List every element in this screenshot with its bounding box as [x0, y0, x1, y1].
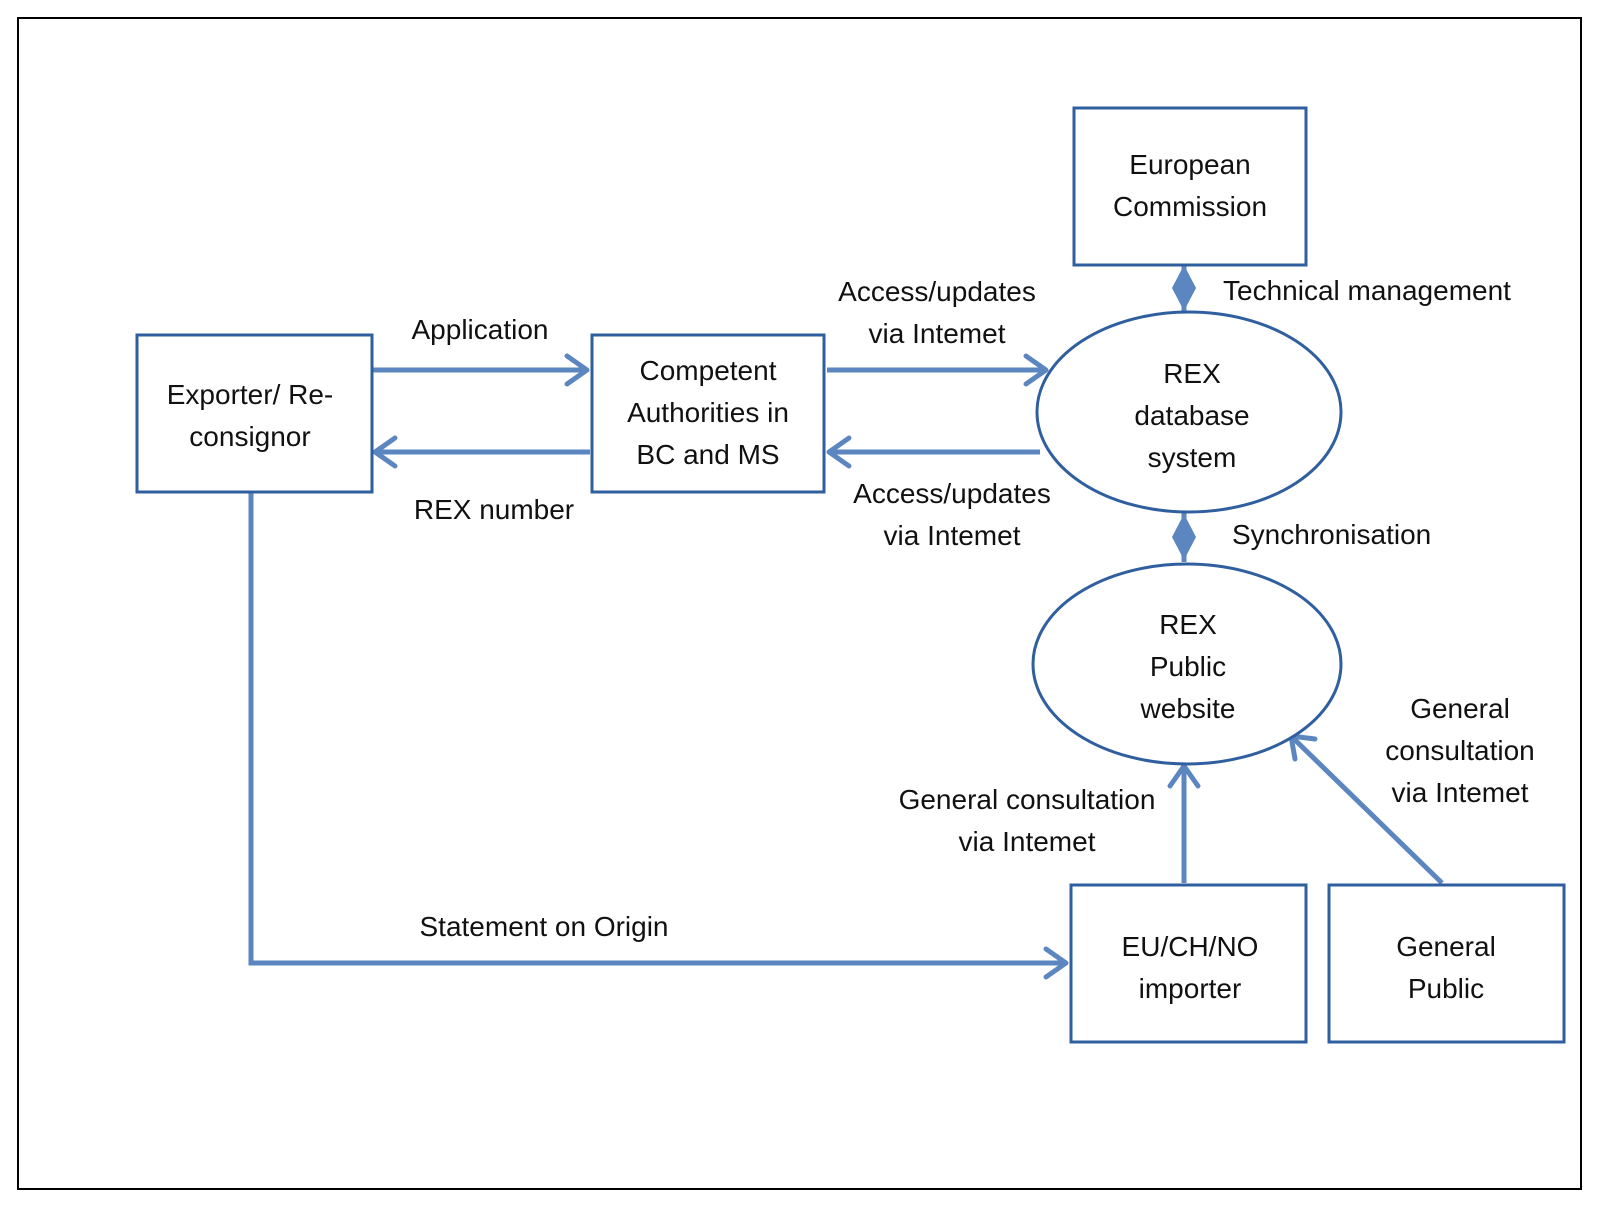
rex-public-website-label: REX Public website [1140, 609, 1236, 724]
public-consultation-label: General consultation via Intemet [1385, 693, 1534, 808]
access-updates-from-db-label-line: Access/updates [853, 478, 1051, 509]
importer-label-line: EU/CH/NO [1122, 931, 1259, 962]
application-label: Application [412, 314, 549, 345]
technical-management-label: Technical management [1223, 275, 1511, 306]
importer-box [1069, 883, 1308, 1044]
general-public-label-line: Public [1408, 973, 1484, 1004]
diamond-connector-icon [1172, 514, 1196, 560]
access-updates-from-db-label: Access/updates via Intemet [853, 478, 1051, 551]
importer-label-line: importer [1139, 973, 1242, 1004]
statement-on-origin-arrow [248, 492, 1069, 980]
rex-public-website-label-line: Public [1150, 651, 1226, 682]
exporter-box [135, 333, 374, 494]
access-updates-from-db-arrow [826, 435, 1040, 469]
access-updates-to-db-label: Access/updates via Intemet [838, 276, 1036, 349]
exporter-label-line: consignor [189, 421, 310, 452]
public-consultation-label-line: via Intemet [1392, 777, 1529, 808]
competent-authorities-label-line: Authorities in [627, 397, 789, 428]
rex-public-website-label-line: REX [1159, 609, 1217, 640]
technical-management-link [1172, 265, 1196, 312]
access-updates-to-db-arrow [827, 353, 1049, 387]
rex-number-label-line: REX number [414, 494, 574, 525]
importer-consultation-label: General consultation via Intemet [899, 784, 1156, 857]
competent-authorities-label-line: BC and MS [636, 439, 779, 470]
importer-consultation-label-line: General consultation [899, 784, 1156, 815]
application-label-line: Application [412, 314, 549, 345]
technical-management-label-line: Technical management [1223, 275, 1511, 306]
application-arrow [372, 353, 590, 387]
public-consultation-label-line: General [1410, 693, 1510, 724]
general-public-box [1327, 883, 1566, 1044]
statement-on-origin-label: Statement on Origin [419, 911, 668, 942]
synchronisation-label: Synchronisation [1232, 519, 1431, 550]
rex-database-label-line: database [1134, 400, 1249, 431]
figure-frame [17, 17, 1582, 1190]
rex-number-label: REX number [414, 494, 574, 525]
exporter-label-line: Exporter/ Re- [167, 379, 334, 410]
statement-on-origin-label-line: Statement on Origin [419, 911, 668, 942]
diamond-connector-icon [1172, 265, 1196, 311]
importer-consultation-label-line: via Intemet [959, 826, 1096, 857]
access-updates-from-db-label-line: via Intemet [884, 520, 1021, 551]
european-commission-label-line: Commission [1113, 191, 1267, 222]
access-updates-to-db-label-line: Access/updates [838, 276, 1036, 307]
rex-database-label: REX database system [1134, 358, 1249, 473]
exporter-label: Exporter/ Re-consignor [167, 379, 334, 452]
synchronisation-link [1172, 512, 1196, 562]
general-public-label-line: General [1396, 931, 1496, 962]
rex-number-arrow [372, 435, 590, 469]
european-commission-label-line: European [1129, 149, 1250, 180]
synchronisation-label-line: Synchronisation [1232, 519, 1431, 550]
rex-database-ellipse [1035, 310, 1343, 514]
european-commission-box [1072, 106, 1308, 267]
public-consultation-label-line: consultation [1385, 735, 1534, 766]
importer-consultation-arrow [1167, 763, 1201, 883]
rex-public-website-label-line: website [1140, 693, 1236, 724]
competent-authorities-label-line: Competent [640, 355, 777, 386]
rex-database-label-line: REX [1163, 358, 1221, 389]
importer-label: EU/CH/NO importer [1122, 931, 1259, 1004]
access-updates-to-db-label-line: via Intemet [869, 318, 1006, 349]
rex-public-website-ellipse [1031, 562, 1343, 766]
competent-authorities-box [590, 333, 826, 494]
rex-database-label-line: system [1148, 442, 1237, 473]
